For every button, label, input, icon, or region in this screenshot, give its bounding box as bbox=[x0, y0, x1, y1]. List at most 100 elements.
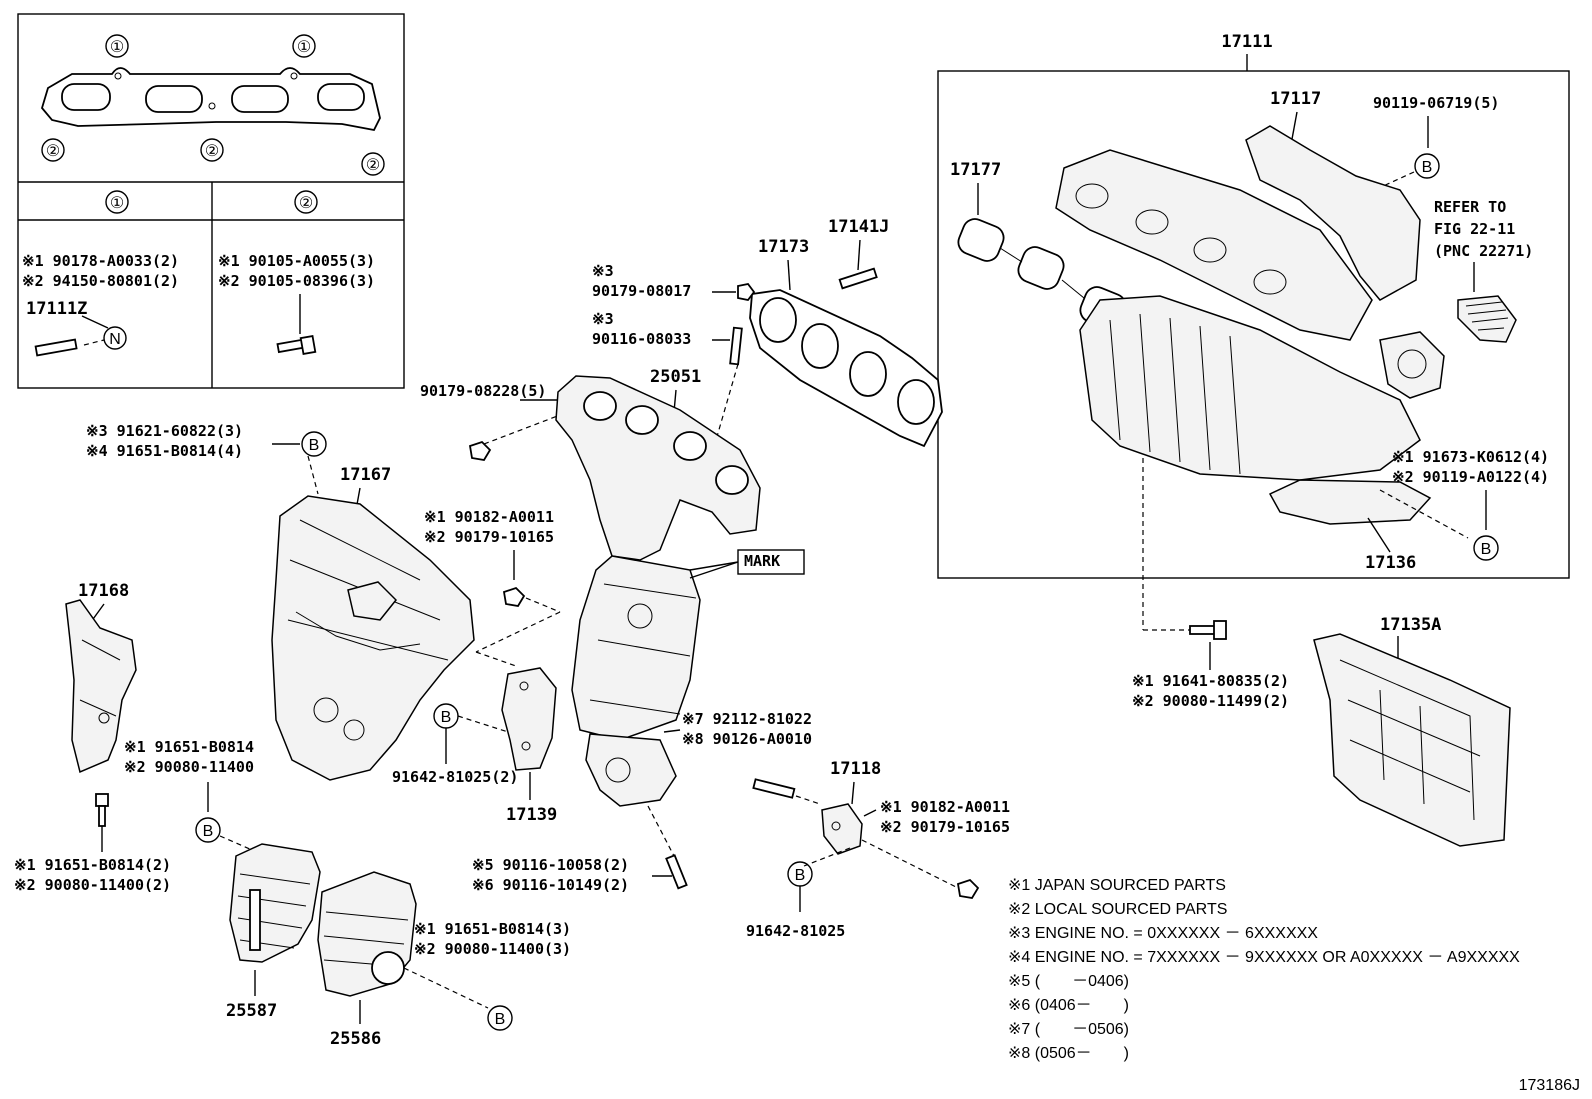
column-1-part-line: ※1 90178-A0033(2) bbox=[22, 252, 179, 270]
label-17168-bolt-qty-1: ※1 91651-B0814(2) bbox=[14, 856, 171, 874]
bolt-illustration bbox=[276, 335, 317, 355]
intake-manifold-assembly-box: 17111 17117 90119-06719(5) B 17177 REFER… bbox=[937, 32, 1570, 579]
figure-number: 173186J bbox=[1519, 1077, 1580, 1094]
label-17135-bolt-2: ※2 90080-11499(2) bbox=[1132, 692, 1289, 710]
label-stud-7: ※7 92112-81022 bbox=[682, 710, 812, 728]
footnote: ※7 ( －0506) bbox=[1008, 1021, 1129, 1038]
footnote: ※2 LOCAL SOURCED PARTS bbox=[1008, 901, 1227, 918]
label-nut-1: ※1 90182-A0011 bbox=[424, 508, 554, 526]
label-17168-bolt-2: ※2 90080-11400 bbox=[124, 758, 254, 776]
mark-callout: MARK bbox=[744, 552, 780, 570]
label-17173: 17173 bbox=[758, 237, 809, 257]
label-25051: 25051 bbox=[650, 367, 701, 387]
exhaust-gasket-illustration bbox=[40, 67, 381, 132]
ref-b: B bbox=[203, 823, 214, 840]
ref-b: B bbox=[309, 437, 320, 454]
label-17111: 17111 bbox=[1221, 32, 1272, 52]
gasket-callout-2: ② bbox=[46, 143, 60, 160]
ref-b: B bbox=[441, 709, 452, 726]
label-17168: 17168 bbox=[78, 581, 129, 601]
footnote: ※1 JAPAN SOURCED PARTS bbox=[1008, 877, 1226, 894]
ref-b: B bbox=[1481, 541, 1492, 558]
label-stud-8: ※8 90126-A0010 bbox=[682, 730, 812, 748]
label-17168-bolt-1: ※1 91651-B0814 bbox=[124, 738, 254, 756]
stud-90116-10058-illustration bbox=[665, 854, 688, 890]
stud-illustration bbox=[34, 338, 78, 357]
label-intake-bolt-2: ※2 90119-A0122(4) bbox=[1392, 468, 1549, 486]
refer-to-text: (PNC 22271) bbox=[1434, 242, 1533, 260]
label-90179-08228: 90179-08228(5) bbox=[420, 382, 546, 400]
sensor-illustration bbox=[1457, 295, 1517, 343]
insulator-25586-illustration bbox=[317, 871, 417, 997]
label-17135-bolt-1: ※1 91641-80835(2) bbox=[1132, 672, 1289, 690]
nut-90179-08228-illustration bbox=[468, 440, 492, 461]
footnote: ※5 ( －0406) bbox=[1008, 973, 1129, 990]
label-intake-bolt-1: ※1 91673-K0612(4) bbox=[1392, 448, 1549, 466]
label-90119-06719: 90119-06719(5) bbox=[1373, 94, 1499, 112]
label-nut-2: ※2 90179-10165 bbox=[424, 528, 554, 546]
label-insulator-bolt-1: ※3 91621-60822(3) bbox=[86, 422, 243, 440]
stud-90116-08033-illustration bbox=[729, 326, 743, 366]
bracket-17118-illustration bbox=[821, 803, 863, 855]
footnotes: ※1 JAPAN SOURCED PARTS ※2 LOCAL SOURCED … bbox=[1008, 877, 1520, 1062]
ref-n: N bbox=[109, 331, 121, 348]
nut-illustration bbox=[502, 586, 526, 607]
label-17141J: 17141J bbox=[828, 217, 889, 237]
heat-insulator-17167-illustration bbox=[271, 495, 475, 781]
label-25587: 25587 bbox=[226, 1001, 277, 1021]
label-insulator-bolt-2: ※4 91651-B0814(4) bbox=[86, 442, 243, 460]
label-91642-81025-2: 91642-81025(2) bbox=[392, 768, 518, 786]
label-17167: 17167 bbox=[340, 465, 391, 485]
bolt-17135-illustration bbox=[1189, 620, 1227, 640]
exhaust-manifold-illustration bbox=[555, 375, 761, 807]
label-nut-17118-1: ※1 90182-A0011 bbox=[880, 798, 1010, 816]
intake-manifold-illustration bbox=[1055, 125, 1445, 525]
ref-b: B bbox=[1422, 159, 1433, 176]
label-17177: 17177 bbox=[950, 160, 1001, 180]
column-header-1: ① bbox=[110, 195, 124, 212]
exhaust-gasket-17173-illustration bbox=[749, 289, 943, 448]
label-nut-17118-2: ※2 90179-10165 bbox=[880, 818, 1010, 836]
footnote: ※3 ENGINE NO. = 0XXXXXX － 6XXXXXX bbox=[1008, 925, 1318, 942]
insulator-25587-illustration bbox=[229, 843, 321, 963]
label-25586-bolt-2: ※2 90080-11400(3) bbox=[414, 940, 571, 958]
label-stud-6: ※6 90116-10149(2) bbox=[472, 876, 629, 894]
refer-to-text: REFER TO bbox=[1434, 198, 1506, 216]
gasket-callout-2: ② bbox=[205, 143, 219, 160]
label-91642-81025: 91642-81025 bbox=[746, 922, 845, 940]
note-3: ※3 bbox=[592, 262, 614, 280]
stud-17118-illustration bbox=[752, 778, 796, 799]
nut-90179-08017-illustration bbox=[737, 283, 756, 301]
gasket-callout-2: ② bbox=[366, 157, 380, 174]
label-25586-bolt-1: ※1 91651-B0814(3) bbox=[414, 920, 571, 938]
gasket-inset: ① ① ② ② ② ① ② ※1 90178-A0033(2) ※2 94150… bbox=[17, 13, 405, 389]
column-2-part-line: ※2 90105-08396(3) bbox=[218, 272, 375, 290]
label-17135A: 17135A bbox=[1380, 615, 1441, 635]
label-90116-08033: 90116-08033 bbox=[592, 330, 691, 348]
insulator-17135A-illustration bbox=[1313, 633, 1511, 847]
bracket-17139-illustration bbox=[501, 667, 557, 771]
heat-insulator-17168-illustration bbox=[65, 599, 137, 774]
column-header-2: ② bbox=[299, 195, 313, 212]
bolt-17168-illustration bbox=[95, 793, 109, 827]
column-1-part-line: ※2 94150-80801(2) bbox=[22, 272, 179, 290]
footnote: ※8 (0506－ ) bbox=[1008, 1045, 1129, 1062]
label-90179-08017: 90179-08017 bbox=[592, 282, 691, 300]
footnote: ※6 (0406－ ) bbox=[1008, 997, 1129, 1014]
stud-17141J-illustration bbox=[838, 267, 878, 290]
gasket-callout-1: ① bbox=[297, 39, 311, 56]
ref-b: B bbox=[795, 867, 806, 884]
ref-b: B bbox=[495, 1011, 506, 1028]
label-17168-bolt-qty-2: ※2 90080-11400(2) bbox=[14, 876, 171, 894]
label-17117: 17117 bbox=[1270, 89, 1321, 109]
footnote: ※4 ENGINE NO. = 7XXXXXX － 9XXXXXX OR A0X… bbox=[1008, 949, 1520, 966]
gasket-callout-1: ① bbox=[110, 39, 124, 56]
label-25586: 25586 bbox=[330, 1029, 381, 1049]
column-2-part-line: ※1 90105-A0055(3) bbox=[218, 252, 375, 270]
note-3: ※3 bbox=[592, 310, 614, 328]
label-17111Z: 17111Z bbox=[26, 299, 87, 319]
label-17136: 17136 bbox=[1365, 553, 1416, 573]
nut-17118-illustration bbox=[956, 878, 980, 899]
label-stud-5: ※5 90116-10058(2) bbox=[472, 856, 629, 874]
